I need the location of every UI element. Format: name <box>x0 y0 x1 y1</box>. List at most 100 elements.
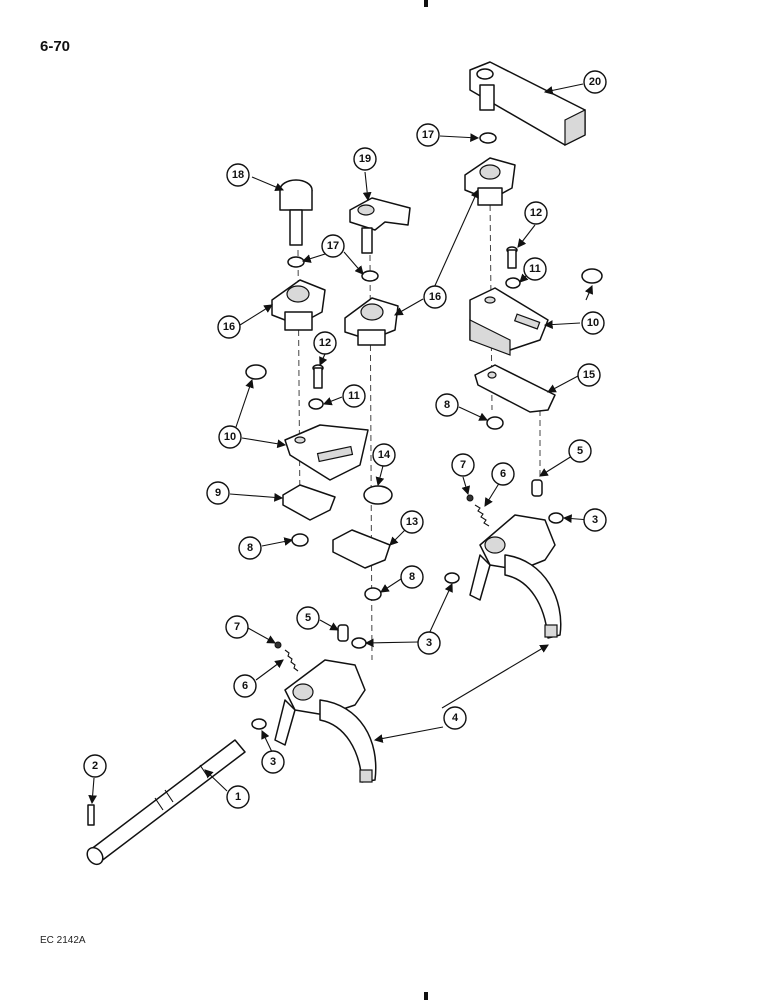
svg-text:12: 12 <box>319 337 331 349</box>
callout-11-right: 11 <box>523 257 547 281</box>
pin-19 <box>349 197 411 254</box>
plate-10-left <box>284 424 369 481</box>
callout-15: 15 <box>577 363 601 387</box>
svg-text:5: 5 <box>305 612 311 624</box>
svg-text:17: 17 <box>327 240 339 252</box>
svg-text:8: 8 <box>247 542 253 554</box>
callout-10-right: 10 <box>581 311 605 335</box>
callout-14: 14 <box>372 443 396 467</box>
svg-text:13: 13 <box>406 516 418 528</box>
callout-9: 9 <box>206 481 230 505</box>
clip-3-upper-right <box>548 512 564 524</box>
washer-top <box>479 132 497 144</box>
crop-mark-top <box>424 0 428 7</box>
washer-11-left <box>308 398 324 410</box>
callout-6-right: 6 <box>491 462 515 486</box>
svg-text:4: 4 <box>452 712 459 724</box>
svg-text:15: 15 <box>583 369 595 381</box>
callout-1: 1 <box>226 785 250 809</box>
callout-17-top: 17 <box>416 123 440 147</box>
callout-16-mid: 16 <box>423 285 447 309</box>
callout-5-left: 5 <box>296 606 320 630</box>
bolt-12-left <box>312 364 324 389</box>
callout-20: 20 <box>583 70 607 94</box>
page-number: 6-70 <box>40 38 71 55</box>
lever-arm <box>469 61 586 146</box>
svg-text:14: 14 <box>378 449 391 461</box>
ball-7-left <box>274 641 282 649</box>
svg-text:2: 2 <box>92 760 98 772</box>
svg-text:11: 11 <box>529 263 541 275</box>
clip-3-right <box>444 572 460 584</box>
svg-text:9: 9 <box>215 487 221 499</box>
pin-5-right <box>531 479 543 497</box>
washer-17-left <box>287 256 305 268</box>
plate-15 <box>474 364 556 413</box>
svg-text:3: 3 <box>426 637 432 649</box>
callout-7-left: 7 <box>225 615 249 639</box>
callout-5-right: 5 <box>568 439 592 463</box>
washer-10-right <box>581 268 603 284</box>
svg-text:18: 18 <box>232 169 244 181</box>
svg-text:3: 3 <box>270 756 276 768</box>
nut-8-right <box>486 416 504 430</box>
callout-3-upper-right: 3 <box>583 508 607 532</box>
svg-text:11: 11 <box>348 390 360 402</box>
block-13 <box>332 529 391 569</box>
svg-text:8: 8 <box>409 571 415 583</box>
svg-text:6: 6 <box>500 468 506 480</box>
pin-5-left <box>337 624 349 642</box>
callout-6-left: 6 <box>233 674 257 698</box>
bracket-10-right <box>469 287 549 356</box>
clip-3-left <box>251 718 267 730</box>
pin-18 <box>279 179 313 246</box>
shift-fork-right <box>469 514 562 639</box>
callout-12-left: 12 <box>313 331 337 355</box>
figure-code: EC 2142A <box>40 935 86 946</box>
clip-3-mid <box>351 637 367 649</box>
svg-text:16: 16 <box>223 321 235 333</box>
callout-11-left: 11 <box>342 384 366 408</box>
callout-8-mid: 8 <box>400 565 424 589</box>
callout-8-right: 8 <box>435 393 459 417</box>
crop-mark-bottom <box>424 992 428 1000</box>
washer-17-mid <box>361 270 379 282</box>
svg-text:6: 6 <box>242 680 248 692</box>
washer-14 <box>363 485 393 505</box>
callout-10-left: 10 <box>218 425 242 449</box>
washer-11-right <box>505 277 521 289</box>
bolt-12-right <box>506 246 518 269</box>
svg-text:10: 10 <box>587 317 599 329</box>
svg-text:8: 8 <box>444 399 450 411</box>
callout-18: 18 <box>226 163 250 187</box>
block-9 <box>282 484 336 521</box>
callout-7-right: 7 <box>451 453 475 477</box>
washer-10-left <box>245 364 267 380</box>
spring-6-right <box>474 504 490 527</box>
nut-8-left <box>291 533 309 547</box>
svg-text:16: 16 <box>429 291 441 303</box>
svg-text:20: 20 <box>589 76 601 88</box>
callout-12-right: 12 <box>524 201 548 225</box>
svg-text:5: 5 <box>577 445 583 457</box>
svg-text:7: 7 <box>460 459 466 471</box>
ball-7-right <box>466 494 474 502</box>
callout-4: 4 <box>443 706 467 730</box>
shift-fork-left <box>274 659 377 783</box>
bracket-16-left <box>271 279 326 331</box>
svg-text:19: 19 <box>359 153 371 165</box>
spring-6-left <box>284 649 299 672</box>
callout-19: 19 <box>353 147 377 171</box>
callout-17-left: 17 <box>321 234 345 258</box>
svg-text:7: 7 <box>234 621 240 633</box>
svg-text:1: 1 <box>235 791 241 803</box>
svg-text:3: 3 <box>592 514 598 526</box>
svg-text:12: 12 <box>530 207 542 219</box>
callout-2: 2 <box>83 754 107 778</box>
svg-text:17: 17 <box>422 129 434 141</box>
callout-3-left: 3 <box>261 750 285 774</box>
shift-shaft <box>86 739 246 866</box>
leader-lines <box>88 83 594 805</box>
callout-8-left: 8 <box>238 536 262 560</box>
